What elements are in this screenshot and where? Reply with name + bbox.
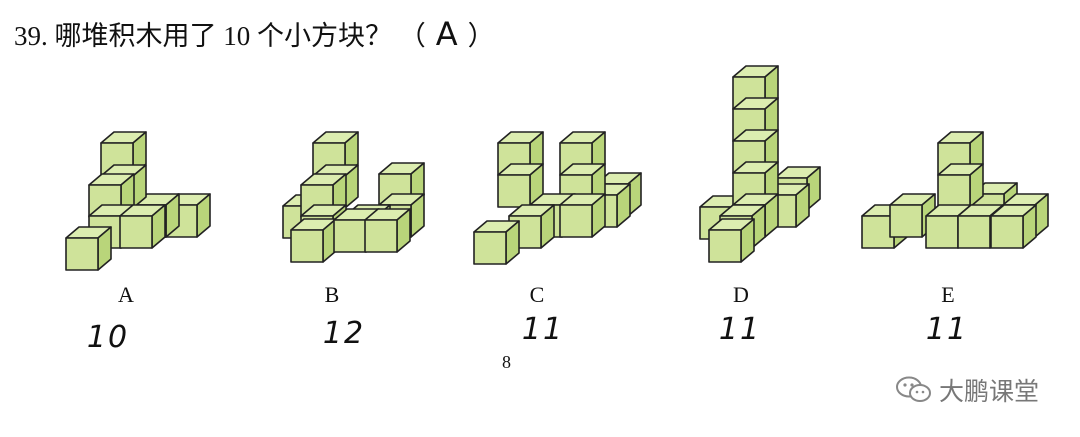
figure-d [699, 65, 821, 263]
handwritten-answer: A [435, 15, 458, 53]
cube-face [364, 219, 398, 253]
question-line: 39. 哪堆积木用了 10 个小方块？ （ A ） [14, 14, 495, 53]
option-label-a: A [118, 282, 134, 307]
watermark: 大鹏课堂 [895, 372, 1039, 408]
answer-paren-open: （ [398, 21, 426, 51]
handwritten-count-d: 11 [718, 312, 762, 347]
figure-e [861, 131, 1049, 249]
answer-paren-close: ） [467, 21, 495, 51]
option-label-e: E [941, 282, 955, 307]
cube-face [119, 215, 153, 249]
handwritten-count-b: 12 [322, 316, 366, 351]
cube-face [708, 229, 742, 263]
cube-face [473, 231, 507, 265]
figure-a [65, 131, 211, 271]
option-label-b: B [324, 282, 340, 307]
figure-c [473, 131, 642, 265]
wechat-icon [896, 376, 931, 402]
cube-face [937, 174, 971, 208]
cube-face [65, 237, 99, 271]
handwritten-count-c: 11 [521, 312, 565, 347]
cube-face [290, 229, 324, 263]
cube-face [333, 219, 367, 253]
cube-face [889, 204, 923, 238]
cube-face [990, 215, 1024, 249]
handwritten-count-e: 11 [925, 312, 969, 347]
option-label-c: C [529, 282, 545, 307]
cube-face [925, 215, 959, 249]
cube-face [957, 215, 991, 249]
page-number: 8 [502, 352, 511, 372]
question-number: 39. [14, 21, 48, 51]
cube-face [861, 215, 895, 249]
cube-face [559, 204, 593, 238]
watermark-text: 大鹏课堂 [939, 377, 1040, 406]
option-label-d: D [733, 282, 749, 307]
handwritten-count-a: 10 [86, 320, 130, 355]
question-text: 哪堆积木用了 10 个小方块？ [54, 21, 393, 51]
cube-face [497, 174, 531, 208]
figure-b [282, 131, 425, 263]
